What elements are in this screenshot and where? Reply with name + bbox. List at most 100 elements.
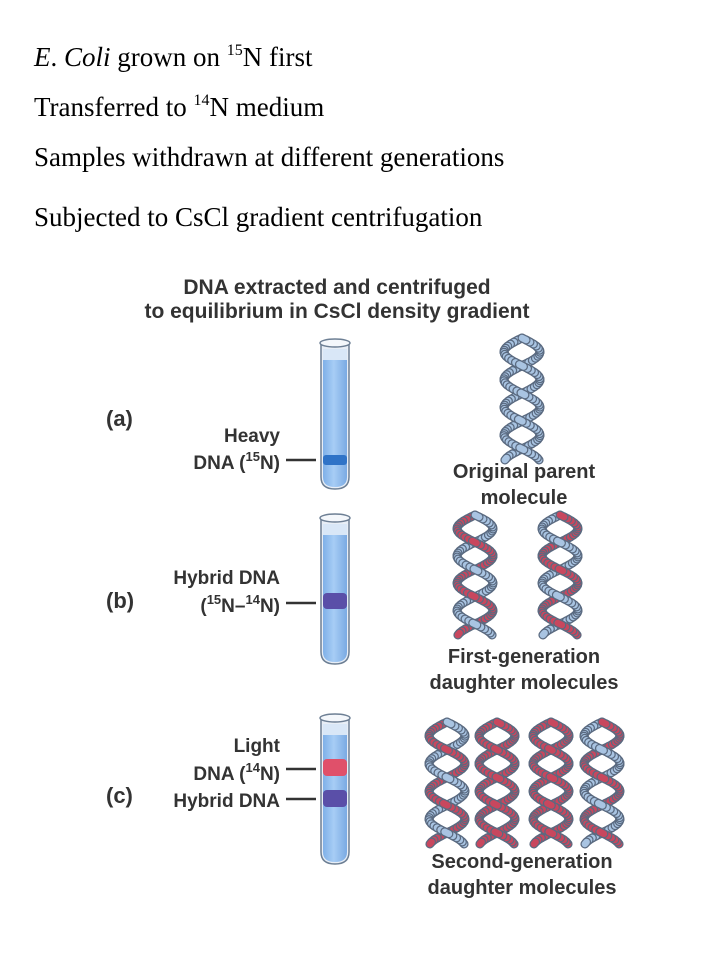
helix-strand-b <box>554 537 565 547</box>
tube-a-liquid <box>323 360 347 487</box>
helix-strand-b <box>595 800 606 809</box>
panel-c-letter: (c) <box>106 783 133 808</box>
intro-e: E <box>34 42 51 72</box>
panel-a-letter: (a) <box>106 406 133 431</box>
helix-strand-a <box>471 511 483 521</box>
helix-strand-a <box>492 773 504 783</box>
helix-strand-b <box>516 361 527 370</box>
helix-strand-a <box>470 565 482 575</box>
tube-c-meniscus <box>323 724 347 735</box>
helix-strand-b <box>596 745 607 754</box>
intro-dot: . <box>50 42 64 72</box>
helix-strand-a <box>546 773 558 783</box>
helix-strand-b <box>491 745 502 754</box>
panel-b-label-isotopes: (15N–14N) <box>200 592 280 617</box>
helix-strand-b <box>469 537 480 547</box>
tube-b <box>319 513 351 665</box>
panel-c-label-tail: N) <box>260 764 280 785</box>
parent-helix <box>499 333 545 465</box>
hybrid-band-second-gen <box>323 790 347 807</box>
helix-strand-a <box>597 773 609 783</box>
helix-strand-b <box>501 454 510 464</box>
helix-strand-b <box>553 591 564 601</box>
intro-n-first: N first <box>242 42 313 72</box>
helix-strand-a <box>518 334 530 344</box>
helix-strand-a <box>554 619 566 629</box>
panel-b-caption-line-1: First-generation <box>448 646 600 668</box>
tube-c <box>319 713 351 865</box>
intro-line-4: Subjected to CsCl gradient centrifugatio… <box>34 202 483 232</box>
light-band <box>323 759 347 776</box>
first-gen-helix-1 <box>452 510 498 640</box>
panel-c-label-sup-14: 14 <box>245 760 260 775</box>
helix-strand-b <box>539 629 548 639</box>
intro-transferred: Transferred to <box>34 92 194 122</box>
panel-c-label-light: Light <box>234 736 281 757</box>
helix-strand-a <box>598 718 610 728</box>
helix-strand-b <box>441 745 452 754</box>
helix-strand-a <box>443 718 455 728</box>
panel-b-label-open: ( <box>200 596 207 617</box>
helix-strand-a <box>545 828 557 838</box>
intro-line-3: Samples withdrawn at different generatio… <box>34 142 505 172</box>
helix-strand-b <box>454 629 463 639</box>
helix-strand-a <box>556 511 568 521</box>
intro-sup-14: 14 <box>193 92 210 109</box>
panel-a-label-dna-pre: DNA ( <box>193 453 246 474</box>
helix-strand-a <box>469 619 481 629</box>
panel-b: (b) Hybrid DNA (15N–14N) First-generatio… <box>106 510 619 694</box>
intro-n-medium: N medium <box>209 92 325 122</box>
tube-a <box>319 338 351 490</box>
helix-strand-a <box>547 718 559 728</box>
panel-c-caption-line-1: Second-generation <box>431 851 612 873</box>
helix-strand-b <box>515 416 526 425</box>
panel-c-label-hybrid: Hybrid DNA <box>173 791 280 812</box>
second-gen-helix-2 <box>474 717 520 849</box>
panel-c-label-dna-pre: DNA ( <box>193 764 246 785</box>
panel-c: (c) Light DNA (14N) Hybrid DNA Second-ge… <box>106 713 625 899</box>
intro-sup-15: 15 <box>226 42 243 59</box>
panel-b-label-mid: N– <box>221 596 245 617</box>
helix-strand-a <box>517 389 529 399</box>
tube-a-rim <box>319 338 351 348</box>
second-gen-helix-1 <box>424 717 470 849</box>
helix-strand-a <box>516 444 528 454</box>
helix-strand-b <box>544 800 555 809</box>
figure-title-line-1: DNA extracted and centrifuged <box>183 276 490 299</box>
panel-b-label-hybrid: Hybrid DNA <box>173 568 280 589</box>
tube-a-meniscus <box>323 349 347 360</box>
intro-grown-on: grown on <box>110 42 227 72</box>
helix-strand-a <box>441 828 453 838</box>
helix-strand-b <box>581 838 590 848</box>
tube-b-meniscus <box>323 524 347 535</box>
first-gen-helix-2 <box>537 510 583 640</box>
panel-b-letter: (b) <box>106 588 134 613</box>
panel-a: (a) Heavy DNA (15N) Original parent mole… <box>106 333 596 509</box>
tube-b-rim <box>319 513 351 523</box>
panel-c-caption-line-2: daughter molecules <box>428 877 617 899</box>
panel-a-label-tail: N) <box>260 453 280 474</box>
intro-coli: Coli <box>64 42 111 72</box>
panel-b-label-sup-14: 14 <box>245 592 260 607</box>
heavy-band <box>323 455 347 465</box>
helix-strand-a <box>491 828 503 838</box>
tube-c-rim <box>319 713 351 723</box>
panel-b-label-tail: N) <box>260 596 280 617</box>
second-gen-helix-4 <box>579 717 625 849</box>
panel-a-label-heavy: Heavy <box>224 426 280 447</box>
panel-a-label-dna: DNA (15N) <box>193 449 280 474</box>
helix-strand-a <box>555 565 567 575</box>
panel-a-caption-line-1: Original parent <box>453 461 596 483</box>
helix-strand-a <box>442 773 454 783</box>
panel-b-caption-line-2: daughter molecules <box>430 672 619 694</box>
intro-line-1: E. Coli grown on 15N first <box>34 42 313 72</box>
helix-strand-a <box>596 828 608 838</box>
panel-c-label-dna: DNA (14N) <box>193 760 280 785</box>
panel-a-caption-line-2: molecule <box>481 487 568 509</box>
hybrid-band <box>323 593 347 609</box>
helix-strand-b <box>530 838 539 848</box>
figure-title-line-2: to equilibrium in CsCl density gradient <box>144 300 529 323</box>
helix-strand-a <box>493 718 505 728</box>
second-gen-helix-3 <box>528 717 574 849</box>
